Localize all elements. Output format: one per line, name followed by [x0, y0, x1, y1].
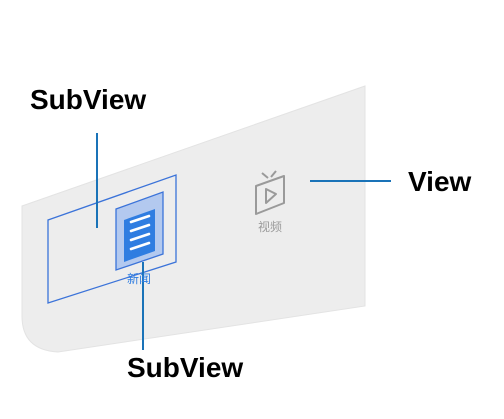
view-label: View — [408, 166, 472, 197]
view-panel — [21, 85, 366, 353]
news-list-icon — [124, 209, 155, 262]
tab-news-label: 新闻 — [127, 272, 152, 286]
tv-play-icon — [255, 170, 285, 215]
subview-outer-frame — [47, 174, 177, 304]
subview-top-label: SubView — [30, 84, 147, 115]
tab-video-label: 视频 — [258, 220, 283, 234]
subview-bottom-label: SubView — [127, 352, 244, 383]
